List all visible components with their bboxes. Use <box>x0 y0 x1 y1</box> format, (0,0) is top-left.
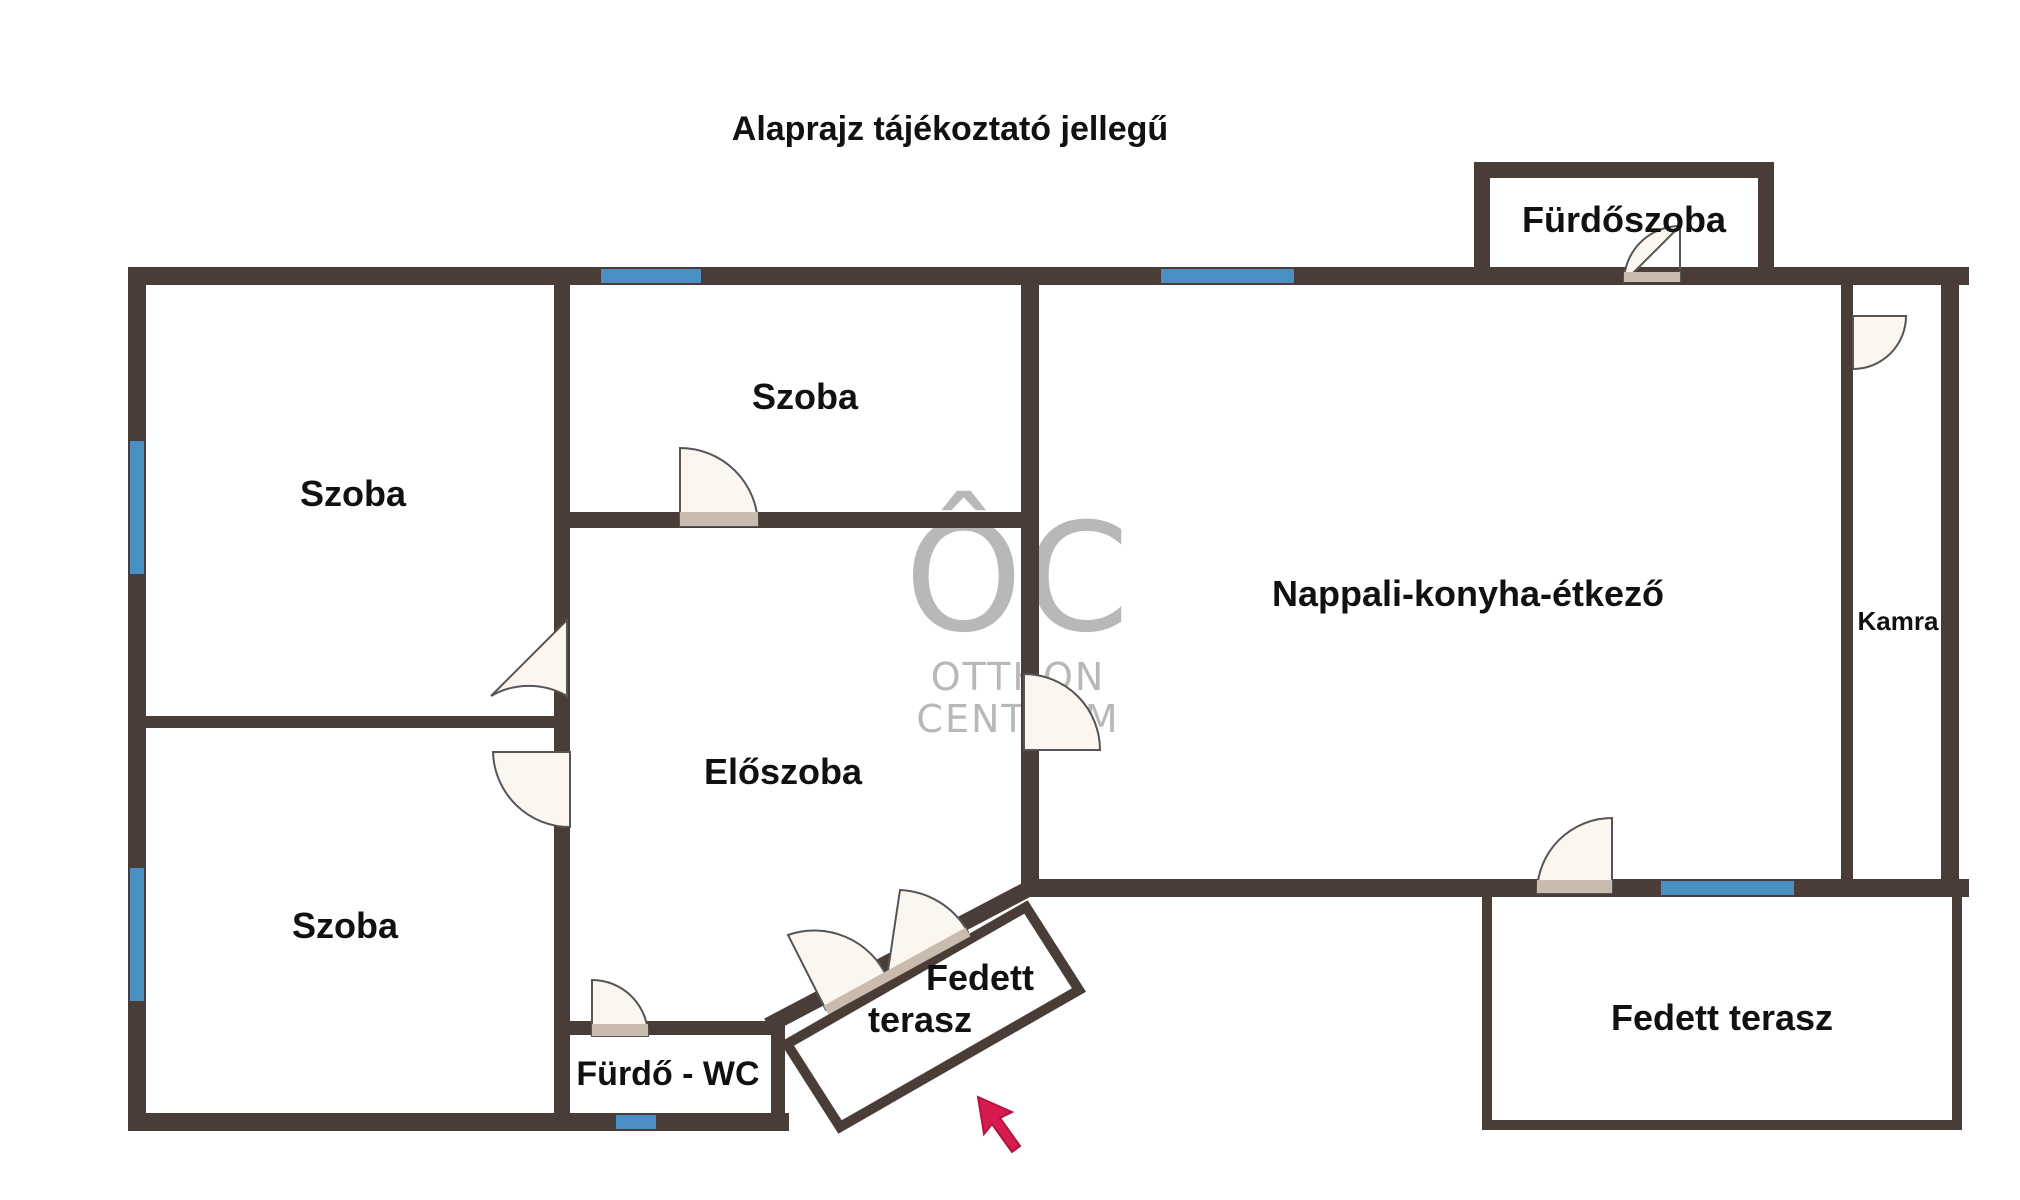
label-szoba-top-middle: Szoba <box>752 376 859 417</box>
door-terrace-threshold <box>823 927 971 1015</box>
door-nappali-terrace <box>1535 816 1613 894</box>
label-eloszoba: Előszoba <box>704 751 863 792</box>
window-left-lower <box>128 866 146 1003</box>
door-szoba-top-left <box>490 617 568 698</box>
windows <box>128 267 1796 1131</box>
arrow-cursor-icon <box>976 1095 1022 1154</box>
door-furdo-wc-leaf <box>592 1024 648 1036</box>
label-nappali: Nappali-konyha-étkező <box>1272 573 1664 614</box>
window-nappali-bottom <box>1659 879 1796 897</box>
door-szoba-middle-leaf <box>680 512 758 526</box>
doors <box>490 223 1908 1037</box>
window-left-upper <box>128 439 146 576</box>
label-fedett-terasz-right: Fedett terasz <box>1611 997 1833 1038</box>
door-nappali-left <box>1023 672 1102 751</box>
watermark-line1: OTTHON <box>931 655 1106 699</box>
window-top-nappali <box>1159 267 1296 285</box>
window-wc-bottom <box>614 1113 658 1131</box>
plan-title: Alaprajz tájékoztató jellegű <box>732 110 1168 148</box>
terrace-left-outline <box>779 900 1087 1134</box>
door-furdoszoba-leaf <box>1624 272 1680 282</box>
terrace-right-outline <box>1482 897 1962 1130</box>
label-szoba-top-left: Szoba <box>300 473 407 514</box>
bathroom-annex <box>1474 162 1774 276</box>
label-szoba-bottom-left: Szoba <box>292 905 399 946</box>
label-kamra: Kamra <box>1858 606 1939 636</box>
room-labels: Fürdőszoba Szoba Szoba Szoba Nappali-kon… <box>292 199 1939 1093</box>
door-nappali-terrace-leaf <box>1537 880 1612 893</box>
door-kamra <box>1852 315 1908 371</box>
door-szoba-bottom-left <box>491 751 571 829</box>
label-furdoszoba: Fürdőszoba <box>1522 199 1727 240</box>
label-furdo-wc: Fürdő - WC <box>576 1055 759 1093</box>
window-top-szoba <box>599 267 703 285</box>
label-fedett-terasz-left-1: Fedett <box>926 957 1034 998</box>
label-fedett-terasz-left-2: terasz <box>868 999 972 1040</box>
